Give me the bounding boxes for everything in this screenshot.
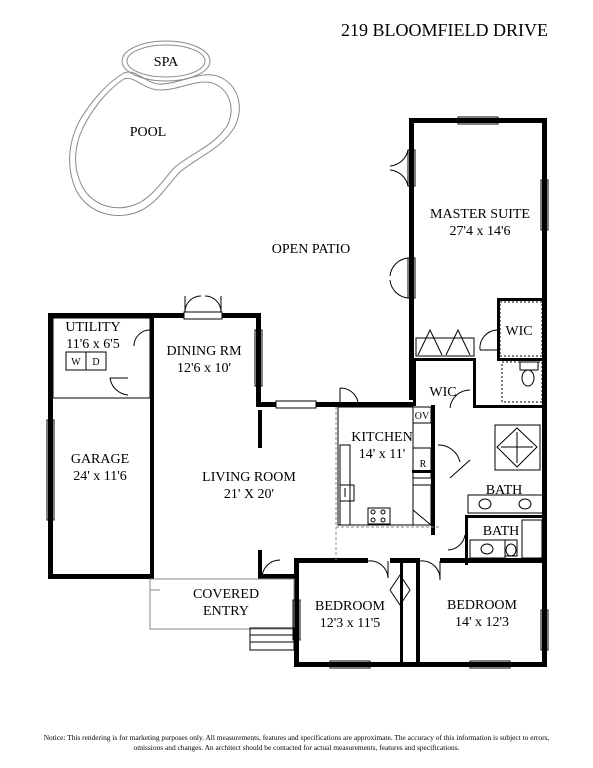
walls: [48, 118, 547, 667]
refrigerator-label: R: [420, 459, 427, 470]
bedroom-2-name: BEDROOM: [447, 598, 518, 613]
bedroom-1-name: BEDROOM: [315, 599, 386, 614]
disclaimer-notice: Notice: This rendering is for marketing …: [43, 733, 550, 752]
spa-label: SPA: [154, 55, 179, 70]
hall-bath-label: BATH: [483, 524, 520, 539]
bedroom-1-size: 12'3 x 11'5: [320, 616, 381, 631]
wic-lower-label: WIC: [429, 385, 456, 400]
covered-entry-line1: COVERED: [193, 587, 259, 602]
open-patio-label: OPEN PATIO: [272, 242, 350, 257]
garage-name: GARAGE: [71, 452, 129, 467]
kitchen-name: KITCHEN: [351, 430, 412, 445]
living-room-size: 21' X 20': [224, 487, 274, 502]
washer-label: W: [71, 357, 81, 368]
dining-name: DINING RM: [166, 344, 242, 359]
covered-entry-line2: ENTRY: [203, 604, 249, 619]
master-bath-label: BATH: [486, 483, 523, 498]
pool-label: POOL: [130, 125, 167, 140]
wic-upper-label: WIC: [505, 324, 532, 339]
master-suite-size: 27'4 x 14'6: [449, 224, 510, 239]
oven-label: OV: [415, 411, 430, 422]
bedroom-2-size: 14' x 12'3: [455, 615, 509, 630]
room-labels: MASTER SUITE 27'4 x 14'6 UTILITY 11'6 x …: [65, 207, 532, 631]
dining-size: 12'6 x 10': [177, 361, 231, 376]
living-room-name: LIVING ROOM: [202, 470, 296, 485]
garage-size: 24' x 11'6: [73, 469, 127, 484]
details: [46, 116, 549, 669]
master-suite-name: MASTER SUITE: [430, 207, 530, 222]
property-address: 219 BLOOMFIELD DRIVE: [341, 20, 548, 40]
dryer-label: D: [92, 357, 99, 368]
utility-size: 11'6 x 6'5: [66, 337, 120, 352]
utility-name: UTILITY: [65, 320, 120, 335]
pool-spa: SPA POOL: [69, 40, 240, 217]
kitchen-size: 14' x 11': [359, 447, 406, 462]
